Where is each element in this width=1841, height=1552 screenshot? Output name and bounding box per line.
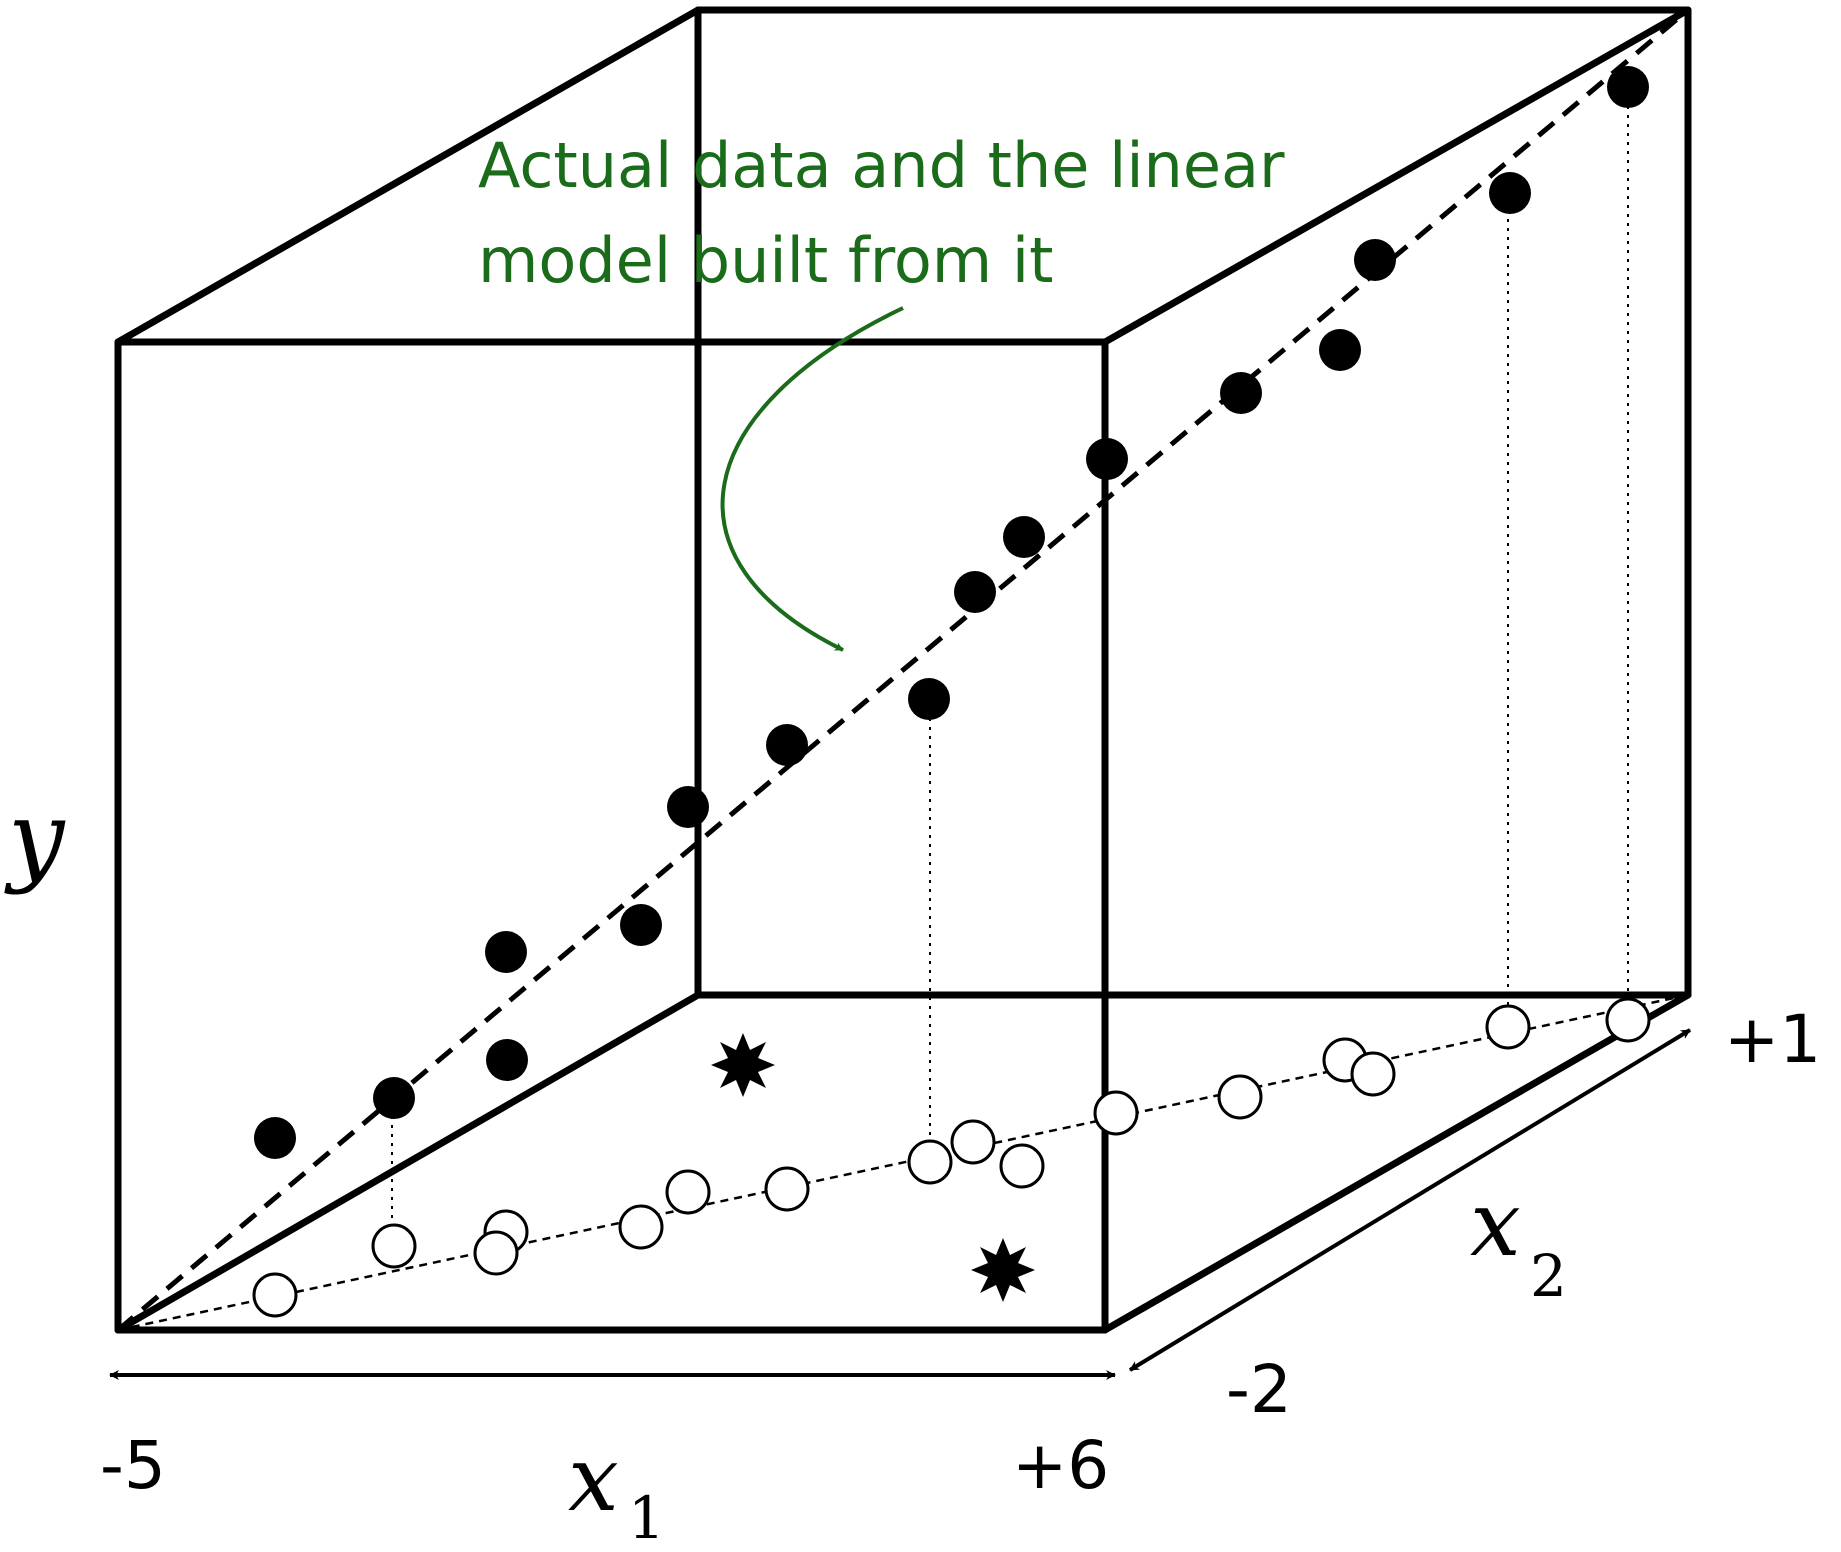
x1-min-label: -5 (100, 1427, 166, 1504)
cube-back-face (694, 6, 1692, 999)
open-circle-projection (1605, 997, 1651, 1043)
regression-line-projection (117, 993, 1689, 1332)
open-circle-projection (665, 1169, 711, 1215)
annotation-line-2: model built from it (478, 224, 1053, 297)
drop-lines (391, 88, 1629, 1225)
cube-edge-bottom-left (114, 991, 702, 1334)
filled-point (1003, 516, 1045, 558)
projection-points (252, 997, 1651, 1318)
filled-point (667, 786, 709, 828)
filled-point (254, 1117, 296, 1159)
open-circle-projection (1350, 1051, 1396, 1097)
filled-point (908, 678, 950, 720)
cube-edge-top-right (1101, 6, 1692, 346)
filled-point (485, 931, 527, 973)
open-circle-projection (252, 1272, 298, 1318)
filled-point (1607, 66, 1649, 108)
data-points (254, 66, 1649, 1159)
x1-axis-label: x (568, 1427, 619, 1532)
filled-point (766, 724, 808, 766)
open-circle-projection (907, 1139, 953, 1185)
x1-max-label: +6 (1012, 1427, 1109, 1504)
filled-point (373, 1077, 415, 1119)
x2-max-label: +1 (1724, 1001, 1821, 1078)
annotation-arrow (720, 306, 904, 652)
filled-point (486, 1039, 528, 1081)
open-circle-projection (999, 1143, 1045, 1189)
filled-point (1489, 172, 1531, 214)
open-circle-projection (764, 1166, 810, 1212)
filled-point (620, 904, 662, 946)
regression-line-3d (116, 8, 1690, 1332)
filled-point (1354, 239, 1396, 281)
x2-axis-arrow (1128, 1028, 1692, 1372)
x1-axis-subscript: 1 (628, 1484, 665, 1552)
x2-min-label: -2 (1226, 1351, 1292, 1428)
filled-point (1220, 372, 1262, 414)
star-marker (971, 1238, 1035, 1302)
axis-arrows (109, 1028, 1692, 1380)
cube-front-face (114, 338, 1109, 1334)
x2-axis-subscript: 2 (1530, 1242, 1567, 1310)
open-circle-projection (618, 1204, 664, 1250)
cube-edge-top-left (114, 6, 702, 346)
star-marker (711, 1033, 775, 1097)
y-axis-label: y (4, 779, 66, 896)
open-circle-projection (473, 1230, 519, 1276)
open-circle-projection (950, 1119, 996, 1165)
open-circle-projection (371, 1223, 417, 1269)
open-circle-projection (1217, 1074, 1263, 1120)
filled-point (954, 571, 996, 613)
star-markers (711, 1033, 1035, 1302)
x2-axis-label: x (1470, 1172, 1521, 1277)
cube-edge-bottom-right (1101, 991, 1692, 1334)
open-circle-projection (1093, 1090, 1139, 1136)
open-circle-projection (1485, 1004, 1531, 1050)
annotation-line-1: Actual data and the linear (478, 129, 1285, 202)
filled-point (1319, 329, 1361, 371)
filled-point (1086, 438, 1128, 480)
